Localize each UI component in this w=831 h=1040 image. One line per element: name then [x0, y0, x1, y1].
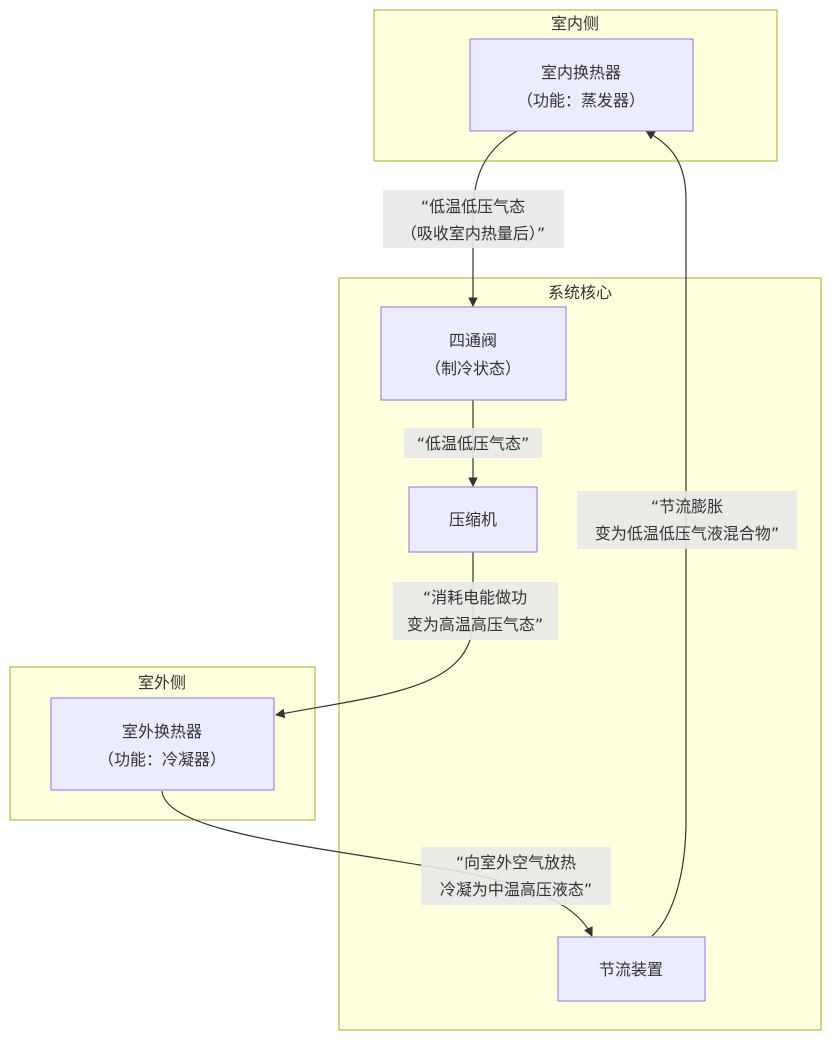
cluster-outdoor-title: 室外侧 — [138, 673, 186, 692]
edge-label-line: “节流膨胀 — [651, 497, 723, 516]
node-four-way-valve[interactable]: 四通阀 （制冷状态） — [380, 306, 567, 401]
edge-label-line: 变为低温低压气液混合物” — [595, 524, 779, 543]
cluster-indoor-title: 室内侧 — [551, 14, 599, 33]
edge-label-compressor-to-outdoor: “消耗电能做功 变为高温高压气态” — [393, 582, 558, 640]
node-label-line: 节流装置 — [599, 960, 663, 979]
edge-label-line: 冷凝为中温高压液态” — [440, 880, 592, 899]
node-label-line: 室内换热器 — [541, 63, 621, 82]
node-label-line: （制冷状态） — [425, 359, 521, 378]
node-label-line: 室外换热器 — [122, 722, 202, 741]
edge-label-line: 变为高温高压气态” — [407, 615, 543, 634]
node-indoor-heat-exchanger[interactable]: 室内换热器 （功能：蒸发器） — [469, 38, 694, 132]
edge-label-line: “向室外空气放热 — [456, 853, 576, 872]
node-label-line: 四通阀 — [449, 331, 497, 350]
edge-throttle-to-indoor — [645, 130, 687, 937]
edge-label-line: “低温低压气态” — [417, 434, 530, 453]
cluster-core-title: 系统核心 — [548, 283, 612, 302]
edge-label-outdoor-to-throttle: “向室外空气放热 冷凝为中温高压液态” — [421, 847, 611, 905]
node-throttle-device[interactable]: 节流装置 — [557, 936, 706, 1002]
node-label-line: （功能：冷凝器） — [98, 750, 226, 769]
node-outdoor-heat-exchanger[interactable]: 室外换热器 （功能：冷凝器） — [50, 697, 275, 791]
edge-label-valve-to-compressor: “低温低压气态” — [404, 428, 542, 458]
edge-label-indoor-to-valve: “低温低压气态 （吸收室内热量后）” — [383, 190, 564, 248]
edge-label-throttle-to-indoor: “节流膨胀 变为低温低压气液混合物” — [577, 491, 797, 549]
node-label-line: 压缩机 — [449, 510, 497, 529]
node-compressor[interactable]: 压缩机 — [408, 486, 538, 553]
node-label-line: （功能：蒸发器） — [517, 91, 645, 110]
edge-label-line: “低温低压气态 — [421, 197, 525, 216]
edge-label-line: （吸收室内热量后）” — [401, 224, 545, 243]
edge-label-line: “消耗电能做功 — [423, 588, 527, 607]
